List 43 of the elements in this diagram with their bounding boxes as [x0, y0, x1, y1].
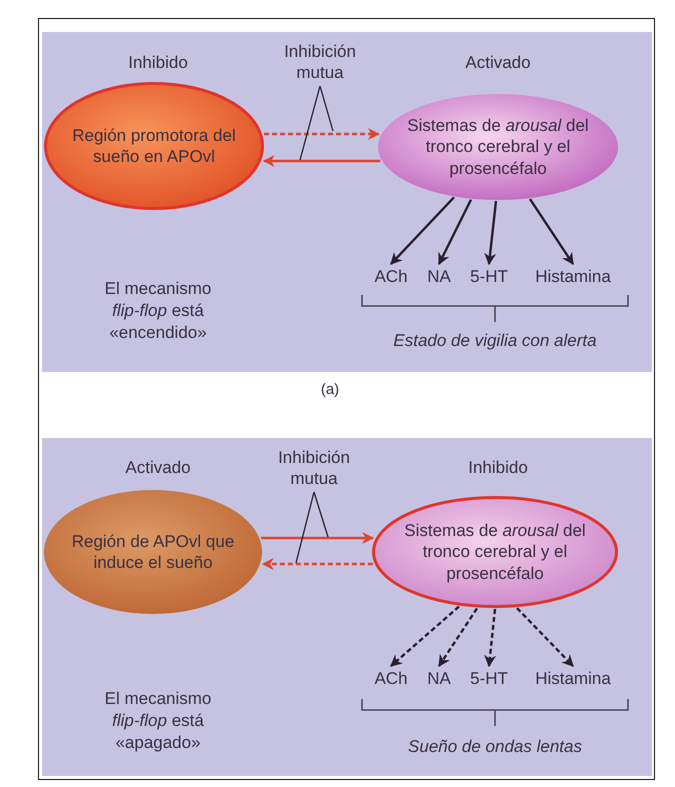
- panel-label: (a): [320, 380, 340, 400]
- arrow: [529, 198, 574, 265]
- neurotransmitter-label: Histamina: [530, 266, 616, 288]
- oval-node: [378, 94, 618, 200]
- node-text: Sistemas de arousal del tronco cerebral y el prosencéfalo: [403, 520, 587, 584]
- arrow: [438, 199, 472, 266]
- state-label: El mecanismo flip-flop está «encendido»: [104, 278, 212, 344]
- leader-line: [313, 492, 329, 538]
- node-text: Región de APOvl que induce el sueño: [70, 530, 236, 574]
- state-caption: Estado de vigilia con alerta: [392, 330, 598, 352]
- leader-line: [299, 86, 321, 160]
- state-label: El mecanismo flip-flop está «apagado»: [104, 688, 212, 754]
- node-text: Sistemas de arousal del tronco cerebral y el prosencéfalo: [406, 115, 590, 179]
- neurotransmitter-label: 5-HT: [464, 266, 514, 288]
- arrow: [484, 608, 496, 668]
- annotation-text: Inhibición mutua: [262, 446, 366, 490]
- arrow: [264, 128, 380, 140]
- state-label: Activado: [464, 52, 532, 74]
- arrow: [390, 196, 455, 265]
- oval-node: [44, 490, 262, 614]
- neurotransmitter-label: ACh: [372, 266, 410, 288]
- leader-line: [295, 492, 315, 564]
- neurotransmitter-label: ACh: [372, 668, 410, 690]
- leader-line: [319, 86, 334, 132]
- arrow: [516, 607, 574, 667]
- arrow: [262, 155, 380, 167]
- arrow: [261, 532, 374, 544]
- arrow: [390, 606, 460, 667]
- neurotransmitter-label: 5-HT: [464, 668, 514, 690]
- state-label: Inhibido: [127, 52, 189, 74]
- neurotransmitter-label: Histamina: [530, 668, 616, 690]
- oval-node: [44, 82, 264, 210]
- neurotransmitter-label: NA: [422, 266, 456, 288]
- arrow: [438, 608, 478, 667]
- annotation-text: Inhibición mutua: [268, 40, 372, 84]
- neurotransmitter-label: NA: [422, 668, 456, 690]
- state-label: Inhibido: [467, 457, 529, 479]
- state-label: Activado: [124, 457, 192, 479]
- arrow: [484, 200, 498, 266]
- oval-node: [372, 496, 618, 608]
- node-text: Región promotora del sueño en APOvl: [71, 124, 237, 168]
- state-caption: Sueño de ondas lentas: [407, 736, 583, 758]
- arrow: [262, 558, 373, 570]
